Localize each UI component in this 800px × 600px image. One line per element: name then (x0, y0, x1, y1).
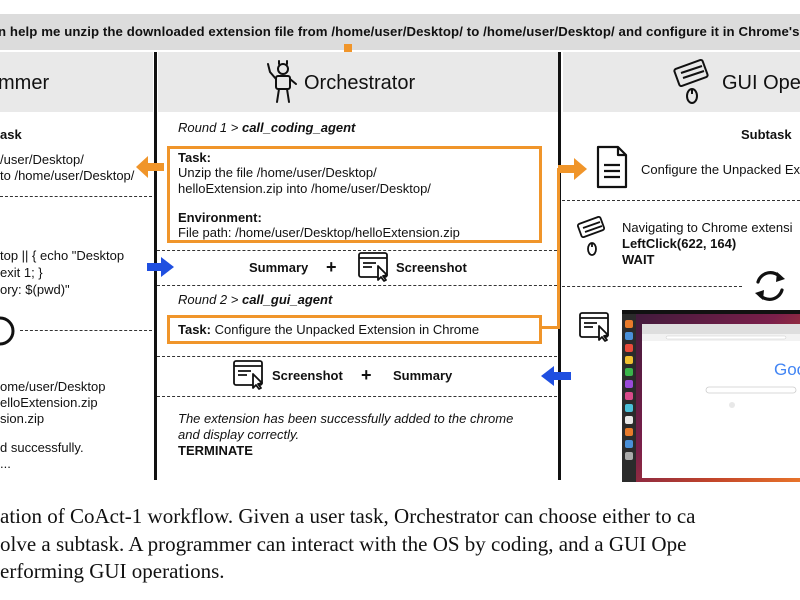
gui-title: GUI Ope (722, 72, 800, 94)
gui-panel-header (563, 52, 800, 112)
gui-action-text: LeftClick(622, 164) (622, 236, 737, 251)
screenshot-icon (358, 252, 388, 282)
programmer-panel-header (0, 52, 153, 112)
orchestrator-panel-header (158, 52, 558, 112)
summary-label: Summary (393, 368, 453, 383)
connector-line (542, 326, 559, 329)
programmer-code-line: exit 1; } (0, 265, 43, 280)
figure-caption-line: olve a subtask. A programmer can interac… (0, 532, 687, 556)
environment-text: File path: /home/user/Desktop/helloExten… (178, 225, 460, 240)
right-arrow-icon (558, 158, 587, 180)
task-text-line: helloExtension.zip into /home/user/Deskt… (178, 181, 431, 196)
desktop-screenshot: Goo (622, 310, 800, 482)
screenshot-label: Screenshot (272, 368, 343, 383)
sync-icon (755, 271, 785, 301)
task-banner-text: n help me unzip the downloaded extension… (0, 24, 800, 39)
programmer-separator (0, 196, 152, 197)
screenshot-icon (233, 360, 263, 390)
gui-task-box (167, 315, 542, 344)
browser-logo: Goo (774, 360, 800, 379)
gui-wait-text: WAIT (622, 252, 655, 267)
orchestrator-separator (157, 356, 557, 357)
coding-task-box (167, 146, 542, 243)
programmer-output-line: d successfully. (0, 440, 84, 455)
plus-sign: + (326, 257, 337, 277)
connector-line (557, 168, 560, 329)
gui-subtask-text: Configure the Unpacked Ext (641, 162, 800, 177)
programmer-output-line: sion.zip (0, 411, 45, 426)
final-result-line: and display correctly. (178, 427, 300, 442)
task-label: Task: (178, 150, 211, 165)
keyboard-mouse-icon (576, 216, 606, 256)
programmer-separator (20, 330, 152, 331)
orchestrator-title: Orchestrator (304, 72, 416, 94)
left-arrow-icon (136, 156, 164, 178)
programmer-code-line: top || { echo "Desktop (0, 248, 125, 263)
final-result-line: The extension has been successfully adde… (178, 411, 514, 426)
programmer-output-line: elloExtension.zip (0, 395, 98, 410)
right-arrow-icon (147, 257, 174, 277)
figure-caption-line: erforming GUI operations. (0, 559, 225, 583)
orchestrator-separator (157, 396, 557, 397)
programmer-subtask-line: /user/Desktop/ (0, 152, 84, 167)
gui-nav-text: Navigating to Chrome extensi (622, 220, 793, 235)
screenshot-icon (579, 312, 609, 342)
robot-conductor-icon (267, 60, 297, 103)
plus-sign: + (361, 365, 372, 385)
orchestrator-separator (157, 285, 557, 286)
round1-label: Round 1 > call_coding_agent (178, 120, 356, 135)
programmer-output-line: ome/user/Desktop (0, 379, 106, 394)
programmer-subtask-label: ask (0, 127, 22, 142)
task-banner: n help me unzip the downloaded extension… (0, 14, 800, 50)
summary-label: Summary (249, 260, 309, 275)
programmer-output-line: ... (0, 456, 11, 471)
gui-separator (562, 200, 800, 201)
terminate-label: TERMINATE (178, 443, 253, 458)
keyboard-mouse-icon (673, 58, 709, 104)
task-text-line: Unzip the file /home/user/Desktop/ (178, 165, 377, 180)
left-arrow-icon (541, 366, 571, 386)
figure-caption-line: ation of CoAct-1 workflow. Given a user … (0, 504, 696, 528)
programmer-code-line: ory: $(pwd)" (0, 282, 70, 297)
environment-label: Environment: (178, 210, 262, 225)
programmer-title: mmer (0, 72, 50, 94)
gui-subtask-label: Subtask (741, 127, 792, 142)
gui-task-text: Task: Configure the Unpacked Extension i… (178, 322, 480, 337)
orchestrator-separator (157, 250, 557, 251)
gui-separator (562, 286, 742, 287)
ubuntu-desktop-image (622, 310, 800, 482)
screenshot-label: Screenshot (396, 260, 467, 275)
document-icon (596, 145, 628, 189)
round2-label: Round 2 > call_gui_agent (178, 292, 333, 307)
programmer-subtask-line: to /home/user/Desktop/ (0, 168, 135, 183)
sync-icon (0, 316, 15, 346)
